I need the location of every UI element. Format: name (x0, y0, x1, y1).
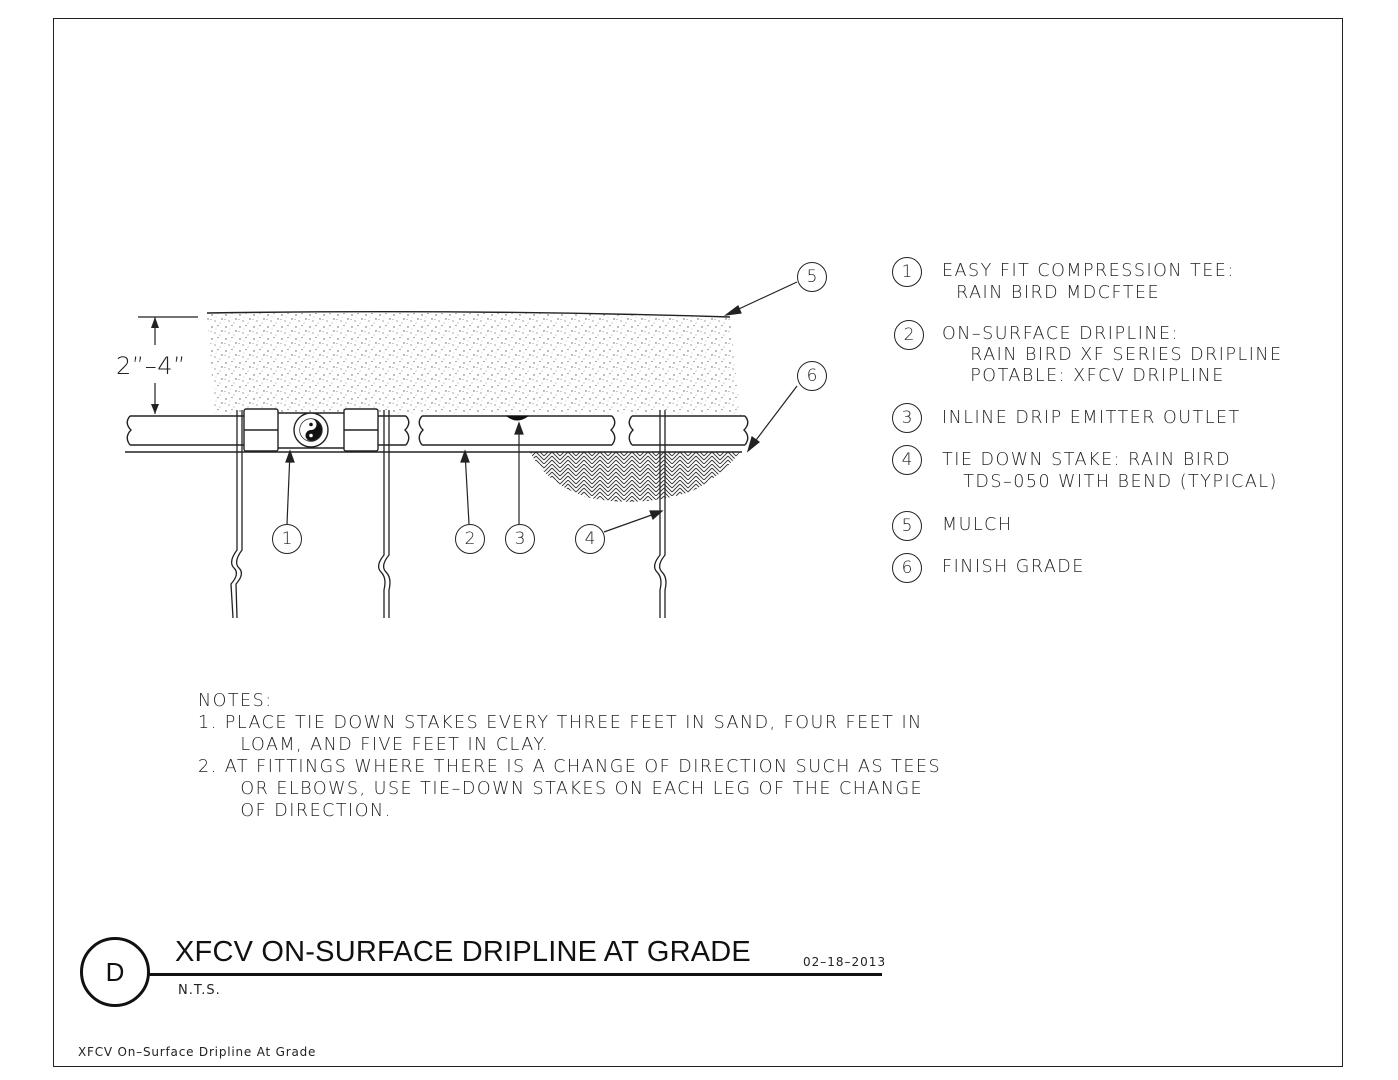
callout-2: 2 (455, 524, 485, 554)
legend-text-1-line-2: RAIN BIRD MDCFTEE (942, 283, 1161, 303)
notes-line-2: LOAM, AND FIVE FEET IN CLAY. (198, 735, 550, 755)
notes-line-3: 2. AT FITTINGS WHERE THERE IS A CHANGE O… (198, 757, 942, 777)
callout-6: 6 (797, 361, 827, 391)
legend-num-4: 4 (892, 445, 922, 475)
legend-num-5: 5 (892, 511, 922, 541)
mulch-top-line (206, 310, 731, 318)
callout-1: 1 (272, 524, 302, 554)
title-underline (148, 973, 882, 976)
notes-heading: NOTES: (198, 691, 273, 711)
tie-down-stakes (230, 410, 667, 619)
callout-4: 4 (575, 524, 605, 554)
subgrade-hatch (530, 452, 740, 502)
legend-num-6: 6 (892, 553, 922, 583)
leader-lines (285, 281, 798, 533)
mulch-layer (207, 312, 742, 430)
sheet-border (53, 18, 1343, 1067)
callout-3: 3 (505, 524, 535, 554)
notes-line-5: OF DIRECTION. (198, 801, 392, 821)
legend-text-2-line-1: ON–SURFACE DRIPLINE: (942, 324, 1179, 344)
legend-num-1: 1 (892, 257, 922, 287)
legend-text-6-line-1: FINISH GRADE (942, 557, 1085, 577)
footer-label: XFCV On–Surface Dripline At Grade (78, 1045, 317, 1059)
legend-text-1-line-1: EASY FIT COMPRESSION TEE: (942, 261, 1235, 281)
compression-tee (243, 408, 379, 452)
callout-5: 5 (797, 262, 827, 292)
detail-title: XFCV ON-SURFACE DRIPLINE AT GRADE (175, 936, 751, 968)
dimension-label: 2”–4” (116, 352, 186, 380)
emitter-outlet (505, 415, 530, 421)
detail-letter-circle: D (80, 937, 150, 1007)
detail-date: 02–18–2013 (803, 955, 887, 969)
legend-text-2-line-2: RAIN BIRD XF SERIES DRIPLINE (942, 345, 1283, 365)
legend-num-3: 3 (892, 403, 922, 433)
legend-num-2: 2 (894, 320, 924, 350)
legend-text-5-line-1: MULCH (942, 515, 1013, 535)
notes-line-1: 1. PLACE TIE DOWN STAKES EVERY THREE FEE… (198, 713, 923, 733)
dripline-pipe (126, 415, 749, 446)
detail-scale: N.T.S. (178, 983, 221, 998)
legend-text-3-line-1: INLINE DRIP EMITTER OUTLET (942, 408, 1241, 428)
legend-text-2-line-3: POTABLE: XFCV DRIPLINE (942, 366, 1225, 386)
notes-line-4: OR ELBOWS, USE TIE–DOWN STAKES ON EACH L… (198, 779, 924, 799)
legend-text-4-line-2: TDS–050 WITH BEND (TYPICAL) (942, 472, 1278, 492)
legend-text-4-line-1: TIE DOWN STAKE: RAIN BIRD (942, 450, 1232, 470)
